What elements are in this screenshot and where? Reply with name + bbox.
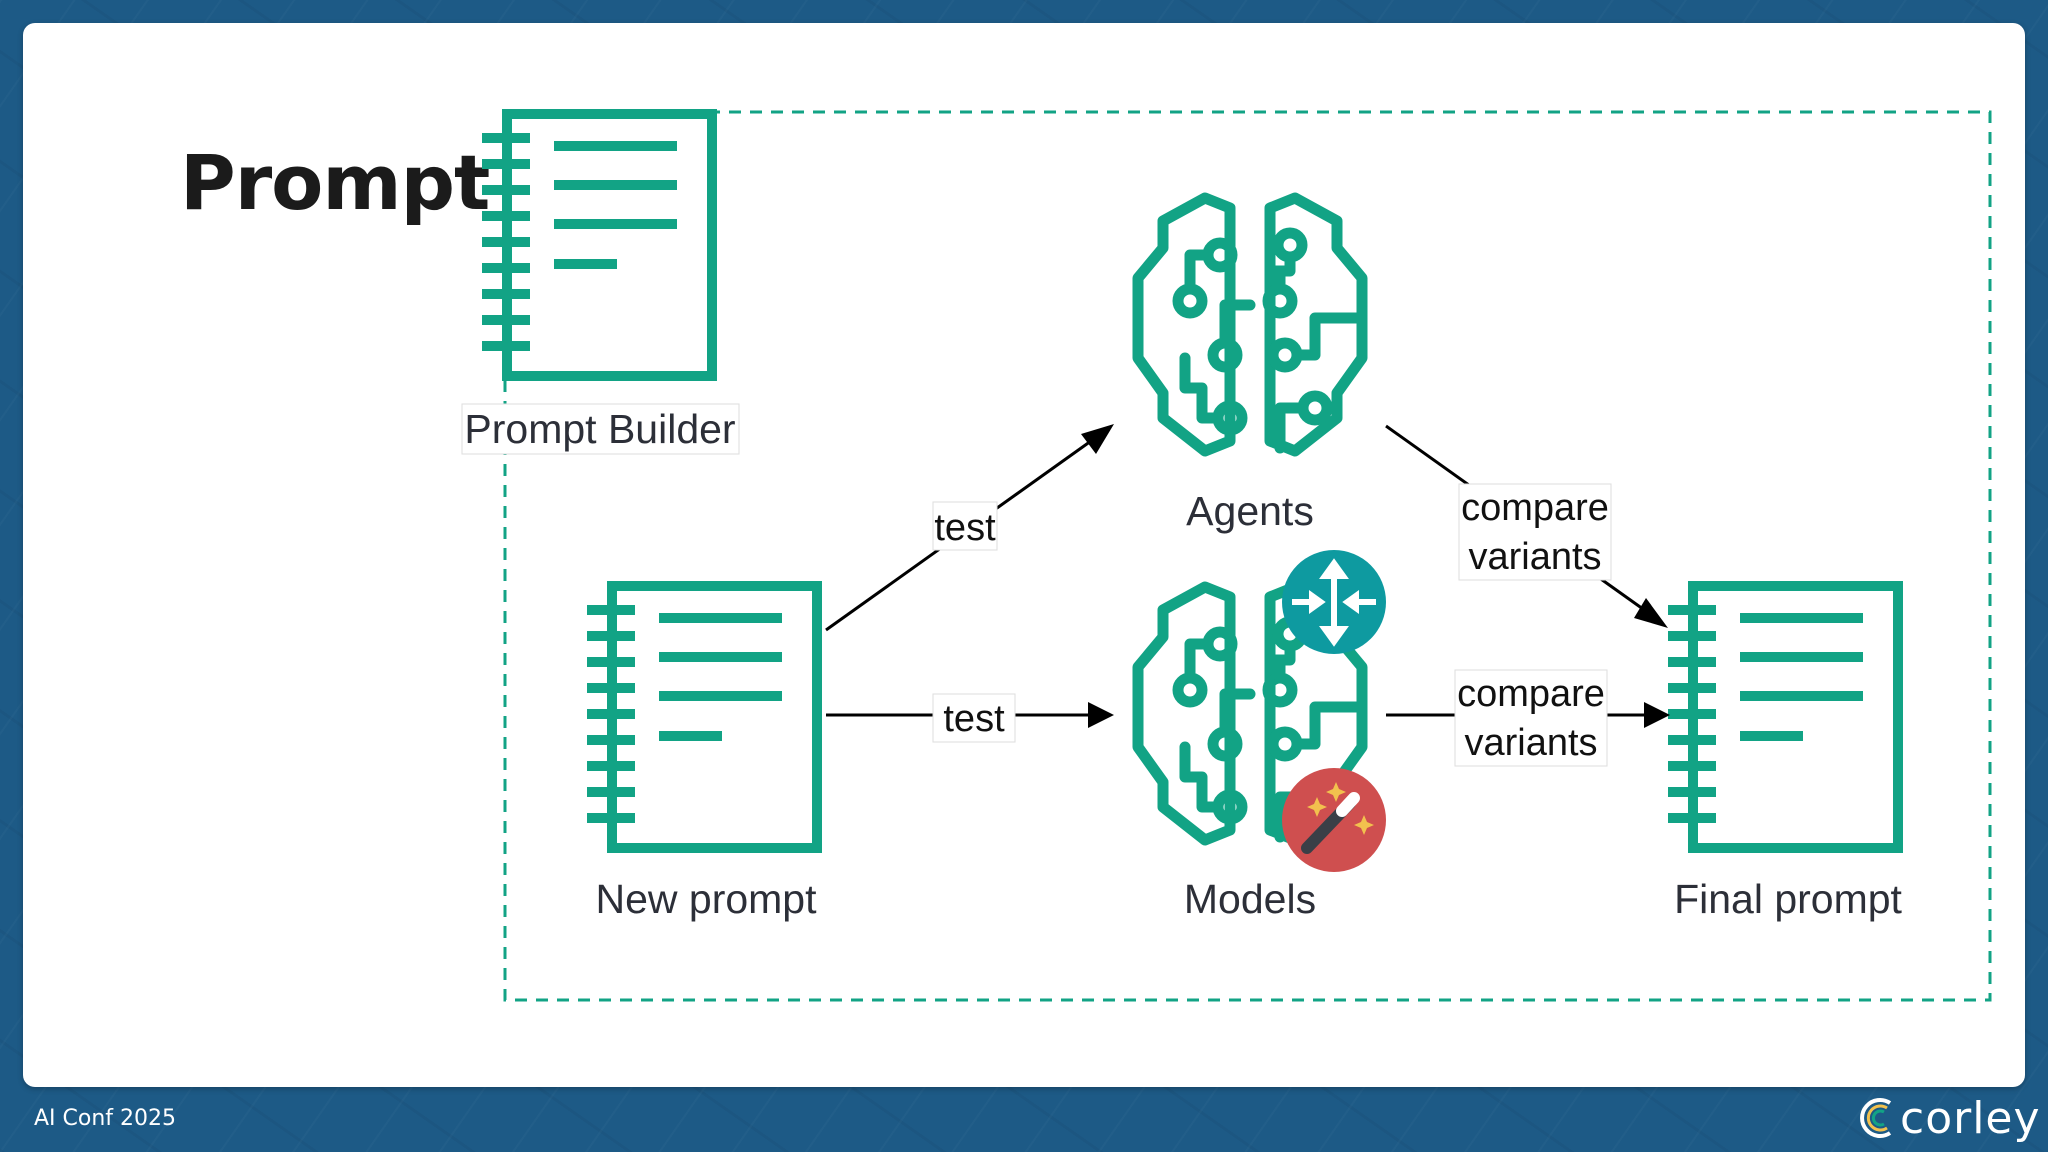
new-prompt-node: New prompt xyxy=(587,586,817,922)
edge-new-prompt-to-models: test xyxy=(826,693,1114,743)
edge-label-compare-agents-1: compare xyxy=(1461,487,1609,529)
final-prompt-label: Final prompt xyxy=(1674,876,1902,922)
brand-logo-text: corley xyxy=(1900,1092,2041,1144)
agents-label: Agents xyxy=(1186,488,1314,534)
notebook-icon xyxy=(587,586,817,848)
edge-label-compare-agents-2: variants xyxy=(1468,536,1601,578)
edge-new-prompt-to-agents: test xyxy=(825,424,1114,632)
footer-event-name: AI Conf 2025 xyxy=(34,1106,177,1131)
brain-circuit-icon xyxy=(1138,198,1362,451)
notebook-icon xyxy=(482,114,712,376)
brand-logo: corley xyxy=(1860,1092,2041,1144)
slide-canvas xyxy=(23,23,2025,1087)
prompt-builder-node: Prompt Builder xyxy=(461,114,740,455)
final-prompt-node: Final prompt xyxy=(1668,586,1903,922)
agents-node: Agents xyxy=(1138,198,1362,534)
new-prompt-label: New prompt xyxy=(595,876,817,922)
edge-label-compare-models-1: compare xyxy=(1457,673,1605,715)
brand-mark-icon xyxy=(1860,1098,1892,1138)
edge-label-test-models: test xyxy=(943,698,1005,740)
edge-agents-to-final: compare variants xyxy=(1385,424,1668,628)
edge-models-to-final: compare variants xyxy=(1386,669,1670,767)
edge-label-compare-models-2: variants xyxy=(1464,722,1597,764)
models-label: Models xyxy=(1184,876,1316,922)
builder-boundary xyxy=(503,110,1992,1002)
edge-label-test-agents: test xyxy=(934,507,996,549)
magic-wand-icon xyxy=(1282,768,1386,872)
slide-title: Prompt xyxy=(180,138,490,227)
models-node: Models xyxy=(1138,550,1386,922)
router-icon xyxy=(1282,550,1386,654)
notebook-icon xyxy=(1668,586,1898,848)
prompt-builder-label: Prompt Builder xyxy=(464,406,735,452)
